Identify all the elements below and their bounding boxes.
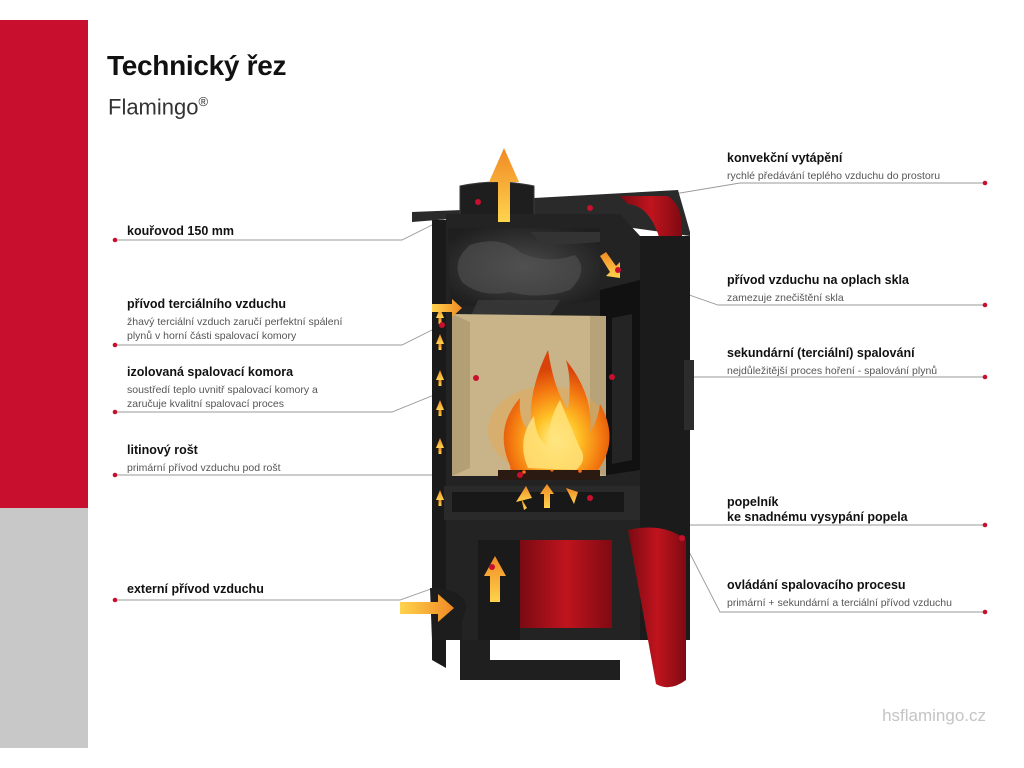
label-terciarni: přívod terciálního vzduchu žhavý terciál… <box>127 297 427 343</box>
label-konvekcni-title: konvekční vytápění <box>727 151 843 165</box>
product-name: Flamingo <box>108 94 199 120</box>
label-izolovana-title: izolovaná spalovací komora <box>127 365 294 379</box>
label-rost-title: litinový rošt <box>127 443 198 457</box>
arrow-external-in <box>400 594 454 622</box>
arrow-glass-rinse <box>600 252 620 278</box>
label-popelnik-title: popelník <box>727 495 779 509</box>
stove-body <box>412 181 694 688</box>
label-kourovod: kouřovod 150 mm <box>127 224 427 239</box>
arrow-tertiary-in <box>432 299 462 317</box>
label-externi: externí přívod vzduchu <box>127 582 427 597</box>
label-externi-title: externí přívod vzduchu <box>127 582 264 596</box>
diagram-markers <box>439 199 685 570</box>
arrow-flue-up <box>489 148 519 222</box>
label-terciarni-desc-2: plynů v horní části spalovací komory <box>127 330 297 342</box>
arrows-primary-grate <box>516 484 578 510</box>
label-izolovana: izolovaná spalovací komora soustředí tep… <box>127 365 427 411</box>
label-izolovana-desc-1: soustředí teplo uvnitř spalovací komory … <box>127 384 318 396</box>
label-izolovana-desc-2: zaručuje kvalitní spalovací proces <box>127 398 284 410</box>
leader-end-dots <box>112 180 988 615</box>
label-rost: litinový rošt primární přívod vzduchu po… <box>127 443 427 475</box>
label-sekundarni-desc-1: nejdůležitější proces hoření - spalování… <box>727 365 938 377</box>
side-accent-bar-red <box>0 20 88 508</box>
website-url: hsflamingo.cz <box>882 706 986 725</box>
label-kourovod-title: kouřovod 150 mm <box>127 224 234 238</box>
label-oplach-desc-1: zamezuje znečištění skla <box>727 292 844 304</box>
label-konvekcni: konvekční vytápění rychlé předávání tepl… <box>727 151 997 183</box>
label-oplach: přívod vzduchu na oplach skla zamezuje z… <box>727 273 997 305</box>
page-subtitle: Flamingo® <box>108 94 208 120</box>
label-popelnik-title-2: ke snadnému vysypání popela <box>727 510 908 524</box>
label-ovladani: ovládání spalovacího procesu primární + … <box>727 578 997 610</box>
label-terciarni-desc-1: žhavý terciální vzduch zaručí perfektní … <box>127 316 343 328</box>
label-sekundarni-title: sekundární (terciální) spalování <box>727 346 915 360</box>
label-konvekcni-desc-1: rychlé předávání teplého vzduchu do pros… <box>727 170 941 182</box>
leader-terciarni <box>115 324 443 346</box>
leader-ovladani <box>681 537 985 613</box>
registered-mark: ® <box>198 94 209 109</box>
label-ovladani-title: ovládání spalovacího procesu <box>727 578 906 592</box>
label-terciarni-title: přívod terciálního vzduchu <box>127 297 287 311</box>
page-title: Technický řez <box>107 50 287 81</box>
label-ovladani-desc-1: primární + sekundární a terciální přívod… <box>727 597 952 609</box>
label-rost-desc-1: primární přívod vzduchu pod rošt <box>127 462 281 474</box>
side-accent-bar-grey <box>0 508 88 748</box>
label-popelnik: popelník ke snadnému vysypání popela <box>727 495 997 525</box>
label-oplach-title: přívod vzduchu na oplach skla <box>727 273 909 287</box>
label-sekundarni: sekundární (terciální) spalování nejdůle… <box>727 346 997 378</box>
